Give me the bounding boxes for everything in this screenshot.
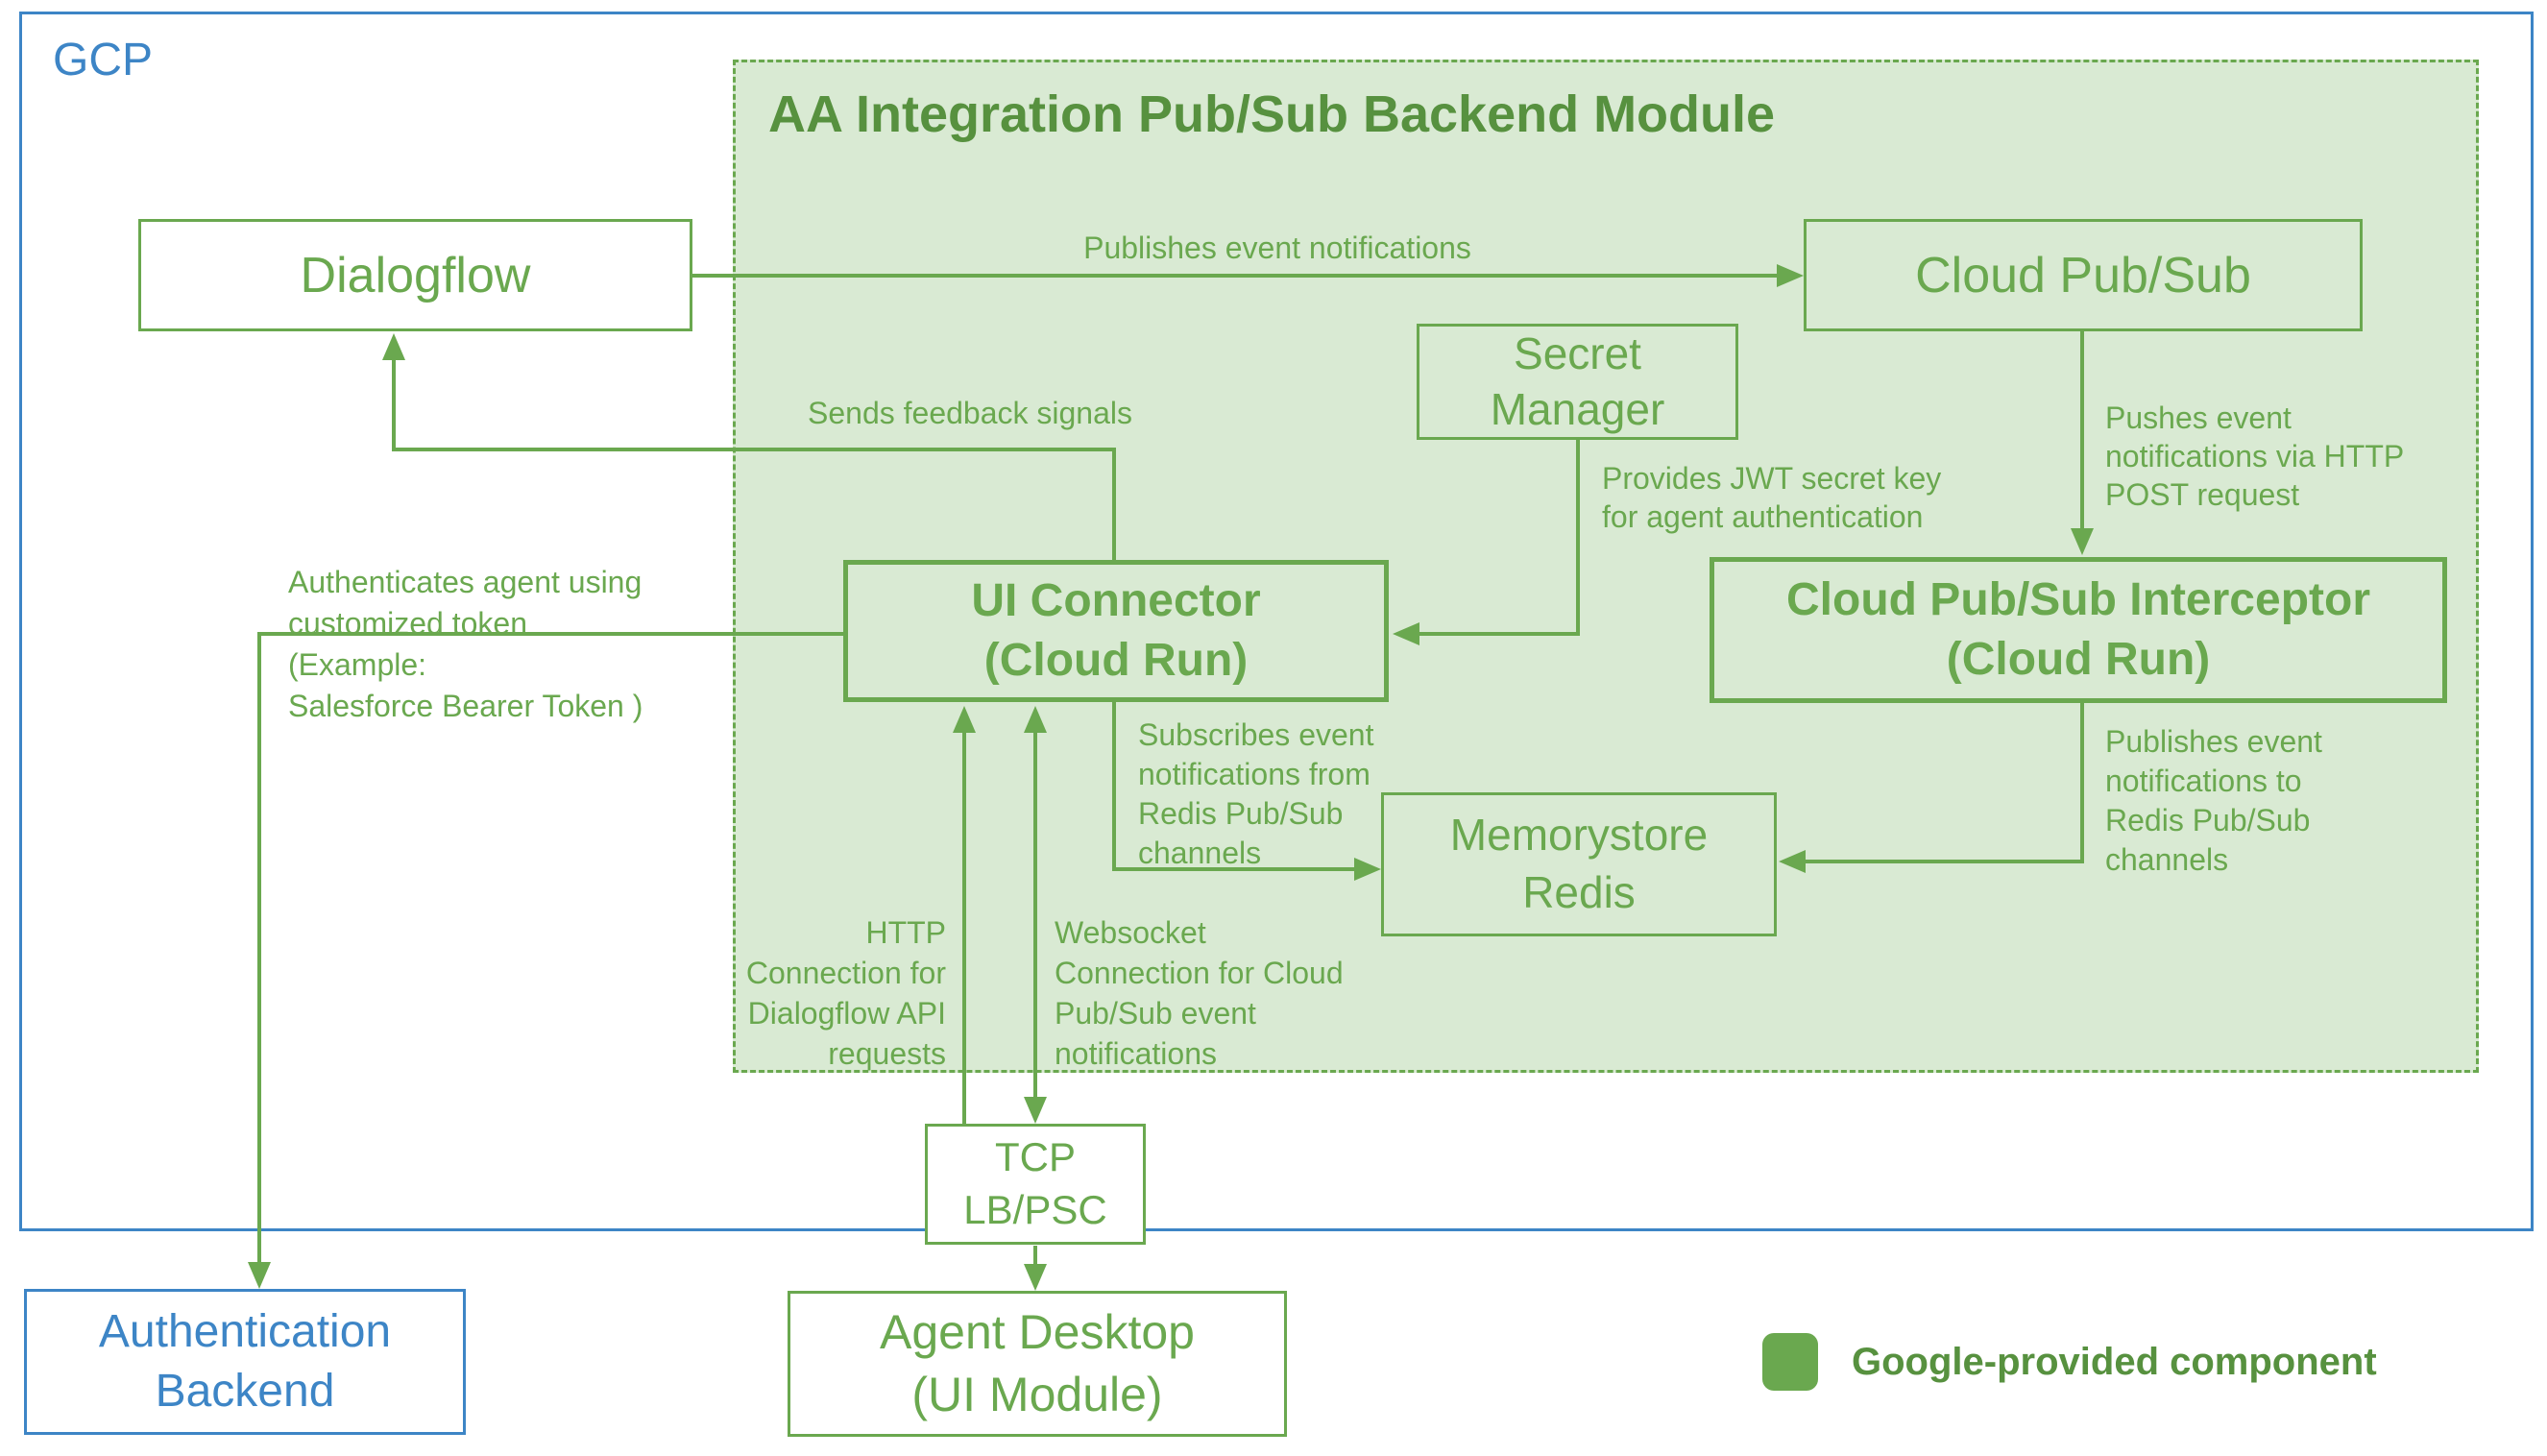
node-memorystore-redis-label: Memorystore Redis: [1449, 810, 1709, 917]
node-memorystore-redis: Memorystore Redis: [1381, 792, 1777, 936]
edge-provides-jwt-line: [1576, 440, 1580, 636]
edge-label-publishes-event: Publishes event notifications: [1083, 231, 1471, 265]
node-pubsub-interceptor-label: Cloud Pub/Sub Interceptor (Cloud Run): [1786, 573, 2370, 685]
edge-provides-jwt-line: [1418, 632, 1580, 636]
edge-publishes-redis-line: [2080, 702, 2084, 863]
edge-authenticates-line: [257, 632, 843, 636]
arrowhead-into-memorystore-left: [1354, 858, 1381, 881]
edge-subscribes-line: [1112, 867, 1356, 871]
node-pubsub-interceptor: Cloud Pub/Sub Interceptor (Cloud Run): [1710, 557, 2447, 703]
edge-label-pushes-event: Pushes event notifications via HTTP POST…: [2105, 400, 2405, 512]
node-secret-manager-label: Secret Manager: [1490, 328, 1665, 434]
edge-tcp-to-agent-desktop-line: [1033, 1246, 1037, 1267]
edge-publishes-redis-line: [1804, 860, 2084, 863]
arrowhead-into-cloud-pubsub: [1777, 264, 1804, 287]
arrowhead-into-ui-connector: [1393, 622, 1419, 645]
arrowhead-into-interceptor: [2071, 528, 2094, 555]
edge-label-provides-jwt: Provides JWT secret key for agent authen…: [1602, 461, 1942, 534]
legend-label: Google-provided component: [1852, 1341, 2377, 1383]
arrowhead-into-agent-desktop: [1024, 1264, 1047, 1291]
arrowhead-into-memorystore-right: [1779, 850, 1806, 873]
edge-sends-feedback-line: [1112, 448, 1116, 560]
edge-label-http-connection: HTTP Connection for Dialogflow API reque…: [745, 915, 946, 1071]
edge-http-connection-line: [962, 730, 966, 1124]
node-dialogflow-label: Dialogflow: [300, 247, 531, 303]
arrowhead-websocket-into-tcp-lb: [1024, 1097, 1047, 1124]
edge-authenticates-line: [257, 632, 261, 1264]
node-agent-desktop: Agent Desktop (UI Module): [788, 1291, 1287, 1437]
pubsub-backend-module-container: [733, 60, 2479, 1073]
gcp-label: GCP: [53, 35, 154, 85]
edge-pushes-event-line: [2080, 331, 2084, 530]
module-title: AA Integration Pub/Sub Backend Module: [768, 85, 1776, 143]
node-agent-desktop-label: Agent Desktop (UI Module): [880, 1305, 1195, 1421]
node-auth-backend: Authentication Backend: [24, 1289, 466, 1435]
edge-label-authenticates: Authenticates agent using customized tok…: [288, 565, 643, 723]
node-ui-connector: UI Connector (Cloud Run): [843, 560, 1389, 702]
node-ui-connector-label: UI Connector (Cloud Run): [971, 574, 1261, 686]
legend-green-swatch: [1762, 1333, 1818, 1391]
node-tcp-lb-psc-label: TCP LB/PSC: [963, 1134, 1107, 1232]
edge-subscribes-line: [1112, 702, 1116, 871]
node-auth-backend-label: Authentication Backend: [98, 1305, 392, 1417]
edge-label-websocket-connection: Websocket Connection for Cloud Pub/Sub e…: [1055, 915, 1344, 1071]
arrowhead-websocket-into-ui-connector: [1024, 706, 1047, 733]
node-dialogflow: Dialogflow: [138, 219, 692, 331]
arrowhead-into-auth-backend: [248, 1262, 271, 1289]
edge-publishes-event-line: [692, 274, 1782, 278]
edge-websocket-connection-line: [1033, 730, 1037, 1101]
edge-sends-feedback-line: [392, 358, 396, 449]
arrowhead-into-dialogflow: [382, 333, 405, 360]
edge-sends-feedback-line: [392, 448, 1116, 451]
edge-label-subscribes: Subscribes event notifications from Redi…: [1138, 717, 1374, 870]
node-cloud-pubsub-label: Cloud Pub/Sub: [1915, 247, 2251, 303]
node-secret-manager: Secret Manager: [1417, 324, 1738, 440]
edge-label-sends-feedback: Sends feedback signals: [808, 396, 1132, 430]
arrowhead-http-into-ui-connector: [953, 706, 976, 733]
edge-label-publishes-redis: Publishes event notifications to Redis P…: [2105, 724, 2322, 877]
node-tcp-lb-psc: TCP LB/PSC: [925, 1124, 1146, 1245]
node-cloud-pubsub: Cloud Pub/Sub: [1804, 219, 2363, 331]
